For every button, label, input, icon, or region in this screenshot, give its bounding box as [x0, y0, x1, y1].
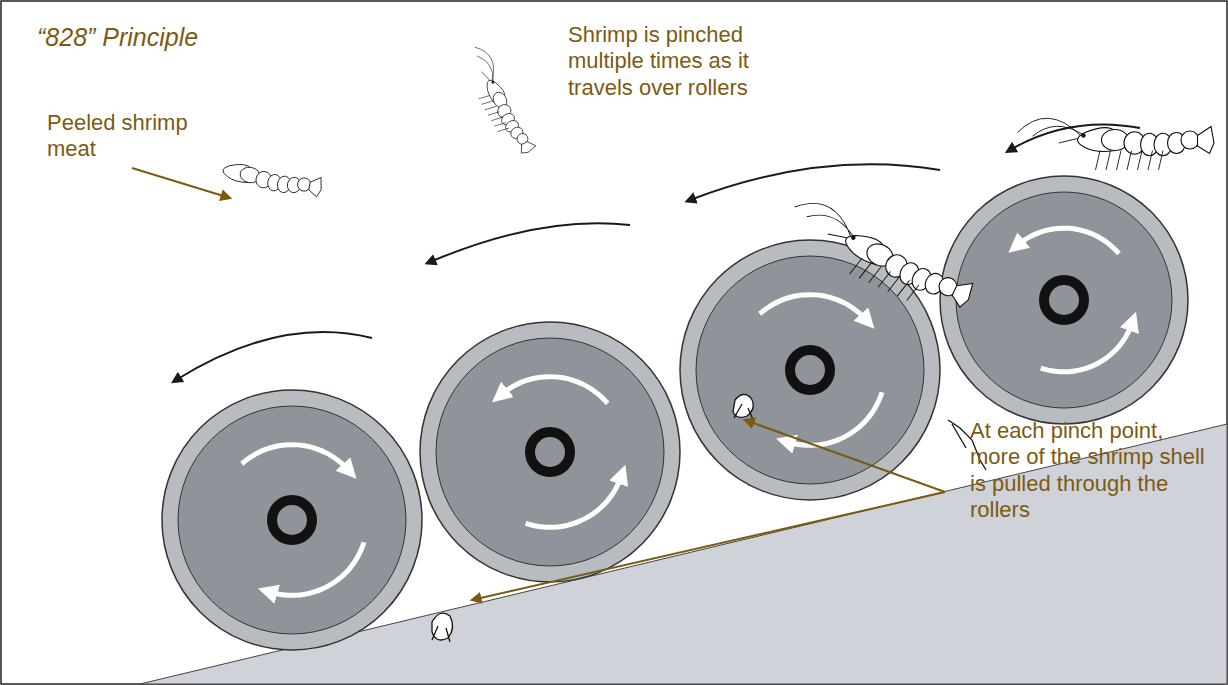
rollers: [162, 124, 1188, 650]
shell-fragment: [733, 394, 754, 422]
shrimp: [455, 43, 541, 161]
motion-arrow: [690, 164, 940, 200]
callout-note: At each pinch point, more of the shrimp …: [970, 418, 1215, 524]
callout-note: Shrimp is pinched multiple times as it t…: [568, 22, 813, 101]
shrimp: [221, 160, 323, 199]
roller: [680, 240, 940, 500]
motion-arrow: [176, 332, 372, 380]
motion-arrow: [430, 223, 630, 262]
shrimp: [779, 194, 979, 324]
shrimps: [221, 43, 1214, 642]
shrimp: [1018, 118, 1215, 170]
motion-arrow: [1010, 124, 1140, 150]
roller: [940, 176, 1188, 424]
roller: [420, 322, 680, 582]
diagram-title: “828” Principle: [37, 22, 437, 52]
shell-fragment: [432, 613, 453, 642]
leader-lines: [132, 168, 945, 600]
callout-note: Peeled shrimp meat: [47, 110, 197, 163]
roller: [162, 390, 422, 650]
